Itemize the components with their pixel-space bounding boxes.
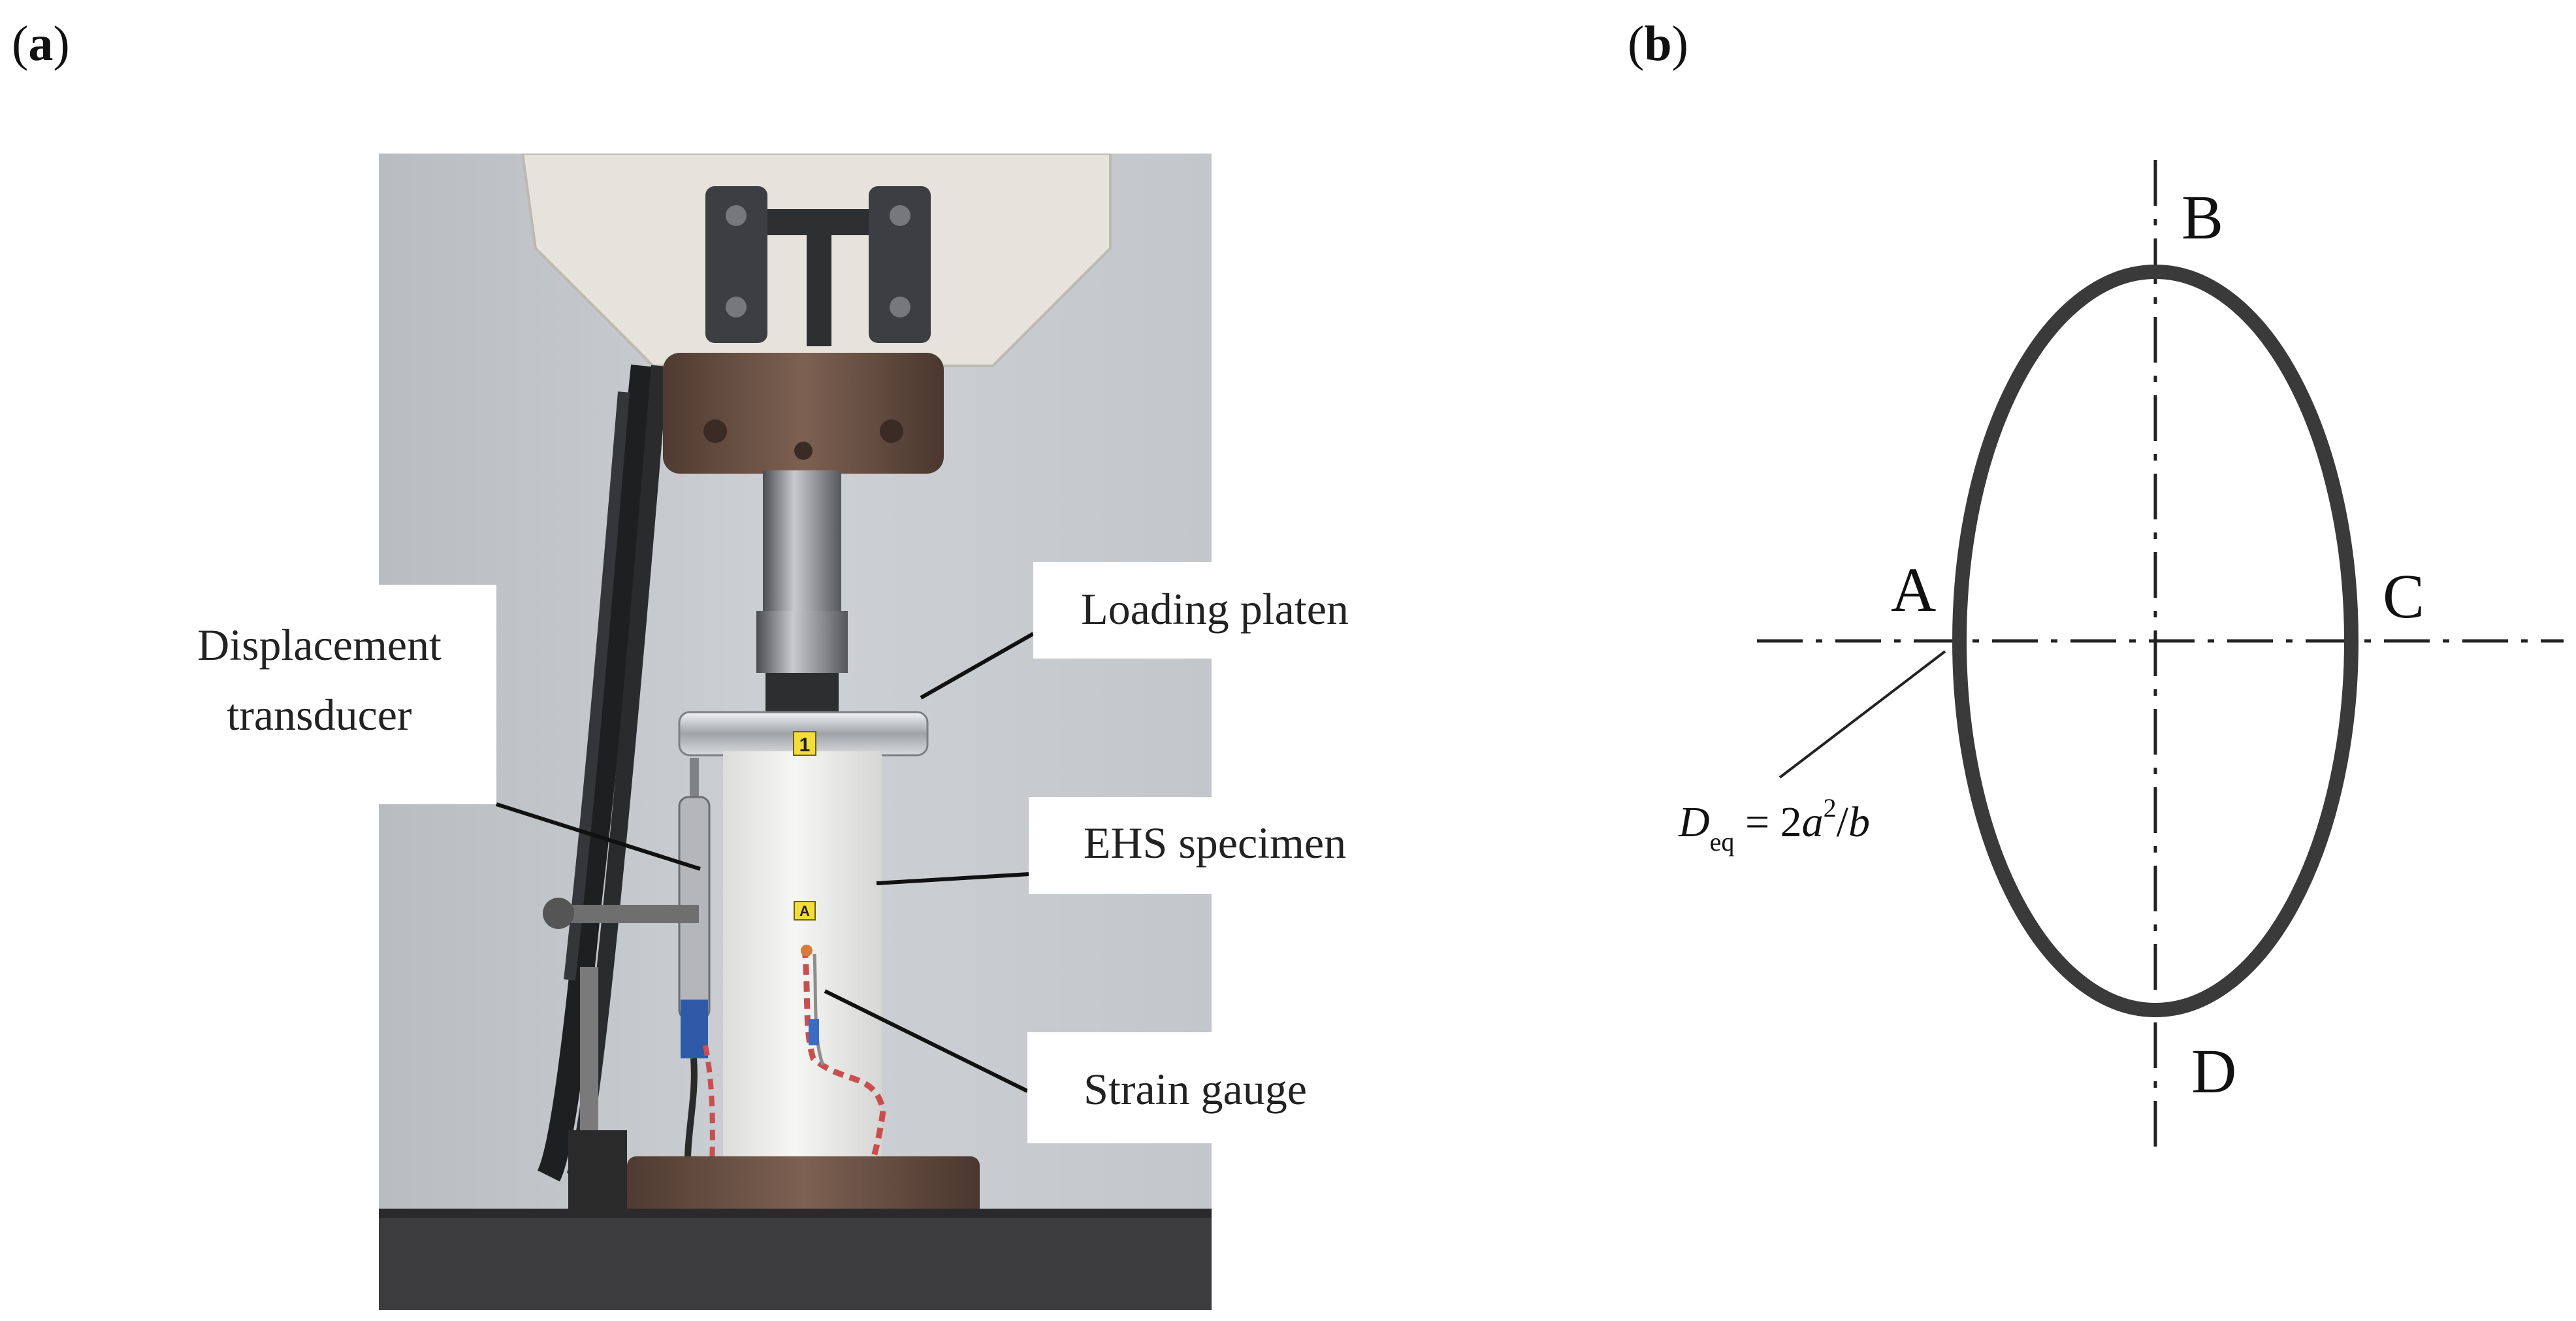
leader-ehs-specimen: [876, 872, 1029, 885]
point-label-a: A: [1891, 555, 1936, 625]
gauge-position-mark: A: [799, 903, 810, 919]
callout-strain-gauge-label: Strain gauge: [1084, 1064, 1307, 1114]
callout-loading-platen-label: Loading platen: [1081, 584, 1349, 634]
leader-strain-gauge: [824, 989, 1029, 1093]
point-label-d: D: [2191, 1036, 2236, 1106]
formula-leader: [1779, 650, 1946, 779]
leader-loading-platen: [920, 632, 1035, 700]
panel-label-b: (b): [1628, 16, 1688, 71]
leader-displacement-transducer: [496, 802, 701, 871]
callout-ehs-specimen-label: EHS specimen: [1084, 818, 1346, 868]
ehs-specimen-cylinder: [723, 751, 882, 1169]
equivalent-diameter-formula: Deq = 2a2/b: [1678, 793, 1870, 856]
callout-displacement-line1: Displacement: [197, 620, 442, 670]
callout-loading-platen: Loading platen: [1033, 562, 1396, 659]
callout-ehs-specimen: EHS specimen: [1029, 797, 1400, 894]
ellipse-section-outline: [1952, 265, 2359, 1017]
test-bench: [379, 1209, 1212, 1310]
panel-label-a: (a): [12, 16, 70, 71]
callout-leaders: [496, 632, 1035, 1093]
callout-displacement-line2: transducer: [227, 690, 412, 740]
point-label-c: C: [2383, 561, 2424, 631]
specimen-number-mark: 1: [799, 734, 811, 756]
upper-ring: [663, 353, 944, 474]
grip-right: [869, 186, 931, 343]
callout-strain-gauge: Strain gauge: [1027, 1032, 1397, 1143]
callout-displacement-transducer: Displacement transducer: [142, 585, 496, 804]
ehs-cross-section-diagram: B A C D Deq = 2a2/b: [1678, 160, 2564, 1150]
point-label-b: B: [2182, 182, 2223, 252]
actuator-shaft: [763, 470, 841, 611]
test-setup-photo: 1 A: [379, 154, 1212, 1310]
grip-left: [705, 186, 767, 343]
